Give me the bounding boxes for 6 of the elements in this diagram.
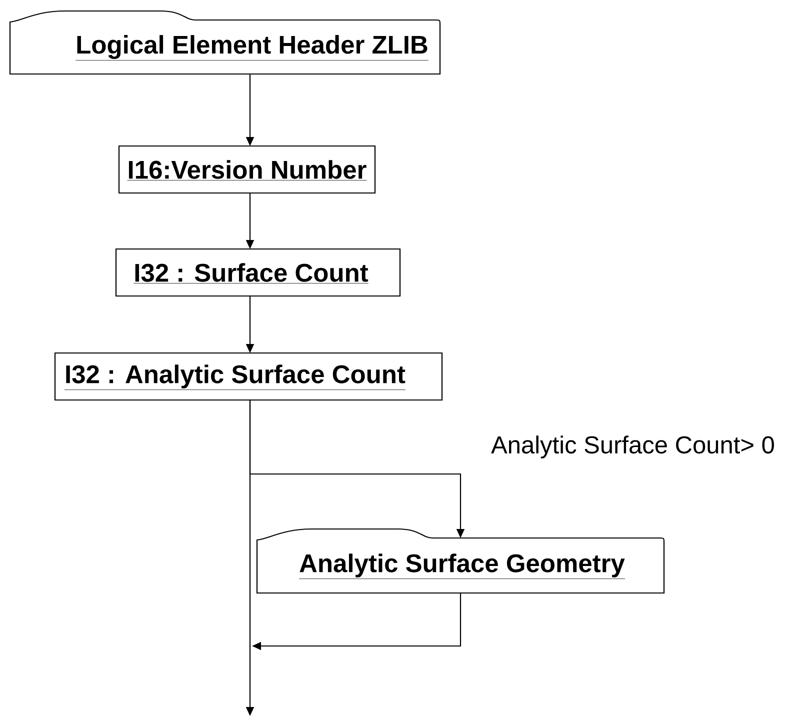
process-box: I16:Version Number [118, 145, 376, 194]
process-box: I32 : Analytic Surface Count [54, 352, 443, 401]
edge-label: Analytic Surface Count> 0 [490, 434, 776, 460]
tab-box: Analytic Surface Geometry [256, 528, 665, 594]
tab-box: Logical Element Header ZLIB [9, 10, 441, 75]
process-box: I32 : Surface Count [115, 248, 401, 297]
